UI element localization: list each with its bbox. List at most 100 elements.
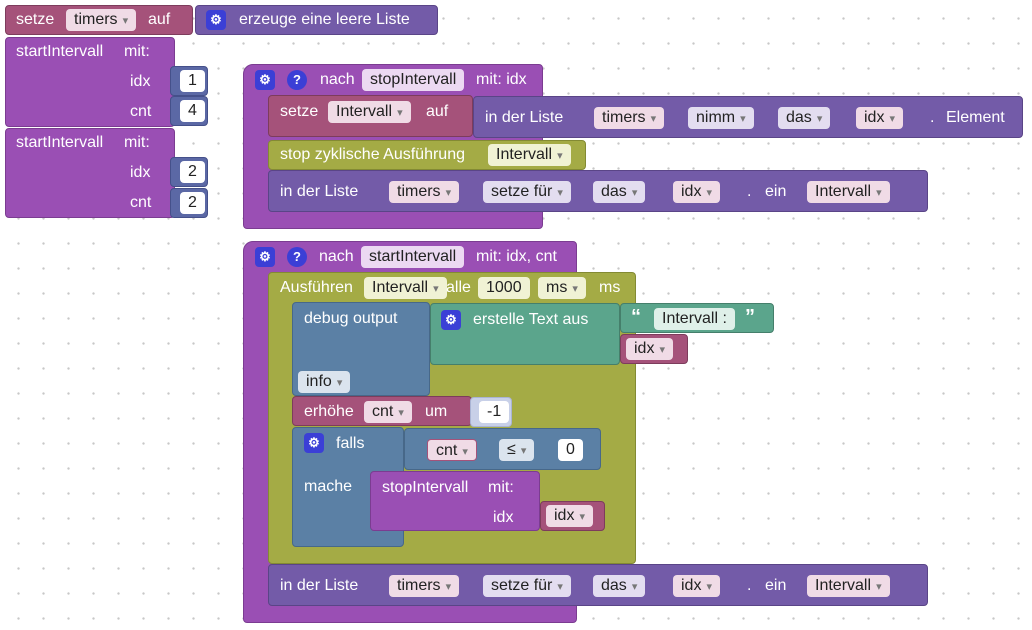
intervall-variable-dropdown[interactable]: Intervall: [364, 277, 447, 299]
take-mode-dropdown[interactable]: nimm: [688, 107, 754, 129]
proc-name-field[interactable]: startIntervall: [361, 246, 465, 268]
ms-label: ms: [599, 279, 621, 296]
info-level-dropdown[interactable]: info: [298, 371, 351, 393]
list-set-block[interactable]: in der Liste timers setze für das idx . …: [268, 564, 928, 606]
text-literal-block[interactable]: “ Intervall : ”: [620, 303, 774, 333]
number-field[interactable]: 1: [180, 70, 205, 92]
gear-icon[interactable]: ⚙: [441, 310, 461, 330]
in-list-label: in der Liste: [485, 109, 564, 126]
gear-icon[interactable]: ⚙: [255, 70, 275, 90]
do-label: mache: [304, 478, 353, 495]
cnt-variable-dropdown[interactable]: cnt: [427, 439, 477, 461]
debug-label: debug output: [304, 310, 398, 327]
cnt-arg-label: cnt: [130, 103, 152, 120]
set-for-dropdown[interactable]: setze für: [483, 575, 571, 597]
number-block[interactable]: 2: [170, 157, 208, 187]
gear-icon[interactable]: ⚙: [206, 10, 226, 30]
create-list-label: erzeuge eine leere Liste: [239, 11, 410, 28]
call-with: mit:: [488, 479, 514, 496]
idx-variable-block[interactable]: idx: [540, 501, 605, 531]
in-list-label: in der Liste: [280, 183, 359, 200]
help-icon[interactable]: ?: [287, 70, 307, 90]
to-label: auf: [148, 11, 171, 28]
intervall-variable-dropdown[interactable]: Intervall: [807, 181, 890, 203]
idx-arg-label: idx: [130, 73, 151, 90]
compare-operator-dropdown[interactable]: ≤: [499, 439, 535, 461]
set-timers-block[interactable]: setze timers auf: [5, 5, 193, 35]
gear-icon[interactable]: ⚙: [304, 433, 324, 453]
compare-block[interactable]: cnt ≤ 0: [404, 428, 601, 470]
run-label: Ausführen: [280, 279, 353, 296]
number-field[interactable]: 2: [180, 161, 205, 183]
ms-unit-dropdown[interactable]: ms: [538, 277, 586, 299]
quote-close: ”: [745, 306, 755, 328]
set-for-dropdown[interactable]: setze für: [483, 181, 571, 203]
number-block[interactable]: 2: [170, 188, 208, 218]
gear-icon[interactable]: ⚙: [255, 247, 275, 267]
text-value-field[interactable]: Intervall :: [654, 308, 735, 330]
proc-to-label: nach: [320, 71, 355, 88]
set-label: setze: [16, 11, 55, 28]
as-label: ein: [765, 183, 787, 200]
proc-params: mit: idx: [476, 71, 527, 88]
number-field[interactable]: 0: [558, 439, 583, 461]
timers-variable-dropdown[interactable]: timers: [66, 9, 137, 31]
call-with: mit:: [124, 43, 150, 60]
intervall-variable-dropdown[interactable]: Intervall: [328, 101, 411, 123]
idx-variable-dropdown[interactable]: idx: [673, 181, 721, 203]
dot-label: .: [747, 577, 752, 594]
dot-label: .: [930, 109, 935, 126]
if-label: falls: [336, 435, 365, 452]
proc-name-field[interactable]: stopIntervall: [362, 69, 465, 91]
list-set-block[interactable]: in der Liste timers setze für das idx . …: [268, 170, 928, 212]
position-mode-dropdown[interactable]: das: [778, 107, 831, 129]
call-with: mit:: [124, 134, 150, 151]
call-startintervall-1[interactable]: startIntervall mit: idx cnt: [5, 37, 175, 127]
create-text-block[interactable]: ⚙ erstelle Text aus: [430, 303, 620, 365]
number-field[interactable]: -1: [479, 401, 510, 423]
number-field[interactable]: 4: [180, 100, 205, 122]
create-text-label: erstelle Text aus: [473, 311, 589, 328]
idx-variable-dropdown[interactable]: idx: [673, 575, 721, 597]
in-list-label: in der Liste: [280, 577, 359, 594]
every-label: alle: [446, 279, 471, 296]
intervall-variable-dropdown[interactable]: Intervall: [807, 575, 890, 597]
position-mode-dropdown[interactable]: das: [593, 181, 646, 203]
call-startintervall-2[interactable]: startIntervall mit: idx cnt: [5, 128, 175, 218]
number-block[interactable]: 1: [170, 66, 208, 96]
idx-variable-dropdown[interactable]: idx: [546, 505, 594, 527]
position-mode-dropdown[interactable]: das: [593, 575, 646, 597]
increment-label: erhöhe: [304, 403, 354, 420]
number-field[interactable]: 2: [180, 192, 205, 214]
stop-cyclic-block[interactable]: stop zyklische Ausführung Intervall: [268, 140, 586, 170]
set-label: setze: [280, 103, 319, 120]
help-icon[interactable]: ?: [287, 247, 307, 267]
increment-block[interactable]: erhöhe cnt um: [292, 396, 472, 426]
call-stopintervall[interactable]: stopIntervall mit: idx: [370, 471, 540, 531]
by-label: um: [425, 403, 448, 420]
create-empty-list-block[interactable]: ⚙ erzeuge eine leere Liste: [195, 5, 438, 35]
idx-variable-dropdown[interactable]: idx: [856, 107, 904, 129]
call-name: startIntervall: [16, 43, 104, 60]
idx-variable-dropdown[interactable]: idx: [626, 338, 674, 360]
as-label: ein: [765, 577, 787, 594]
set-intervall-block[interactable]: setze Intervall auf: [268, 95, 473, 137]
intervall-variable-dropdown[interactable]: Intervall: [488, 144, 571, 166]
cnt-variable-dropdown[interactable]: cnt: [364, 401, 412, 423]
number-block[interactable]: -1: [470, 397, 512, 427]
element-label: Element: [946, 109, 1005, 126]
number-block[interactable]: 4: [170, 96, 208, 126]
timers-variable-dropdown[interactable]: timers: [389, 181, 460, 203]
list-get-block[interactable]: in der Liste timers nimm das idx . Eleme…: [473, 96, 1023, 138]
dot-label: .: [747, 183, 752, 200]
idx-variable-block[interactable]: idx: [620, 334, 688, 364]
stop-label: stop zyklische Ausführung: [280, 146, 465, 163]
call-name: stopIntervall: [382, 479, 469, 496]
cnt-arg-label: cnt: [130, 194, 152, 211]
proc-to-label: nach: [319, 248, 354, 265]
to-label: auf: [426, 103, 449, 120]
timers-variable-dropdown[interactable]: timers: [389, 575, 460, 597]
timers-variable-dropdown[interactable]: timers: [594, 107, 665, 129]
ms-value-field[interactable]: 1000: [478, 277, 530, 299]
debug-output-block[interactable]: debug output info: [292, 302, 430, 396]
